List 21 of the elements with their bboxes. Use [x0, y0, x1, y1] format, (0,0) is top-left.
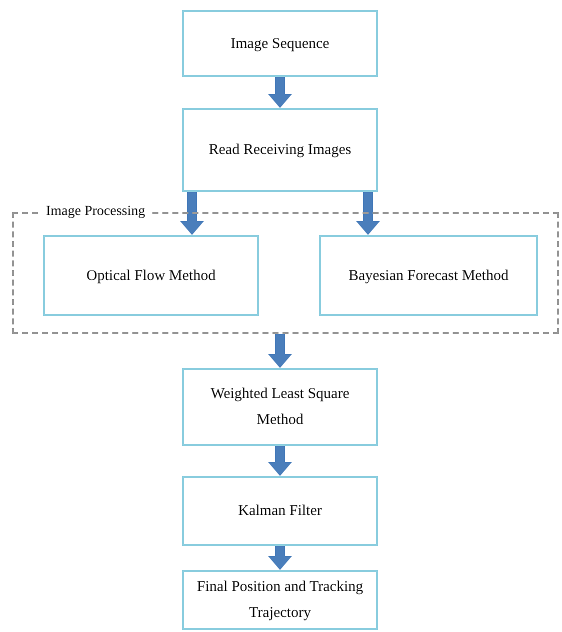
box-label: Read Receiving Images	[208, 141, 352, 160]
box-label: Optical Flow Method	[85, 266, 217, 286]
box-label: Weighted Least Square Method	[210, 385, 350, 430]
arrow	[268, 334, 292, 368]
process-box	[182, 368, 378, 446]
box-label: Image Sequence	[230, 34, 330, 54]
arrow	[268, 546, 292, 570]
box-label: Bayesian Forecast Method	[348, 266, 510, 286]
group-heading: Image Processing	[40, 203, 152, 221]
box-label: Final Position and Tracking Trajectory	[196, 578, 364, 623]
process-box	[182, 476, 378, 546]
arrow	[180, 192, 204, 235]
arrow	[268, 77, 292, 108]
process-box	[182, 10, 378, 77]
process-box	[319, 235, 538, 316]
arrow	[268, 446, 292, 476]
box-label: Kalman Filter	[237, 502, 323, 521]
process-box	[182, 570, 378, 630]
process-box	[182, 108, 378, 192]
process-box	[43, 235, 259, 316]
arrow	[356, 192, 380, 235]
